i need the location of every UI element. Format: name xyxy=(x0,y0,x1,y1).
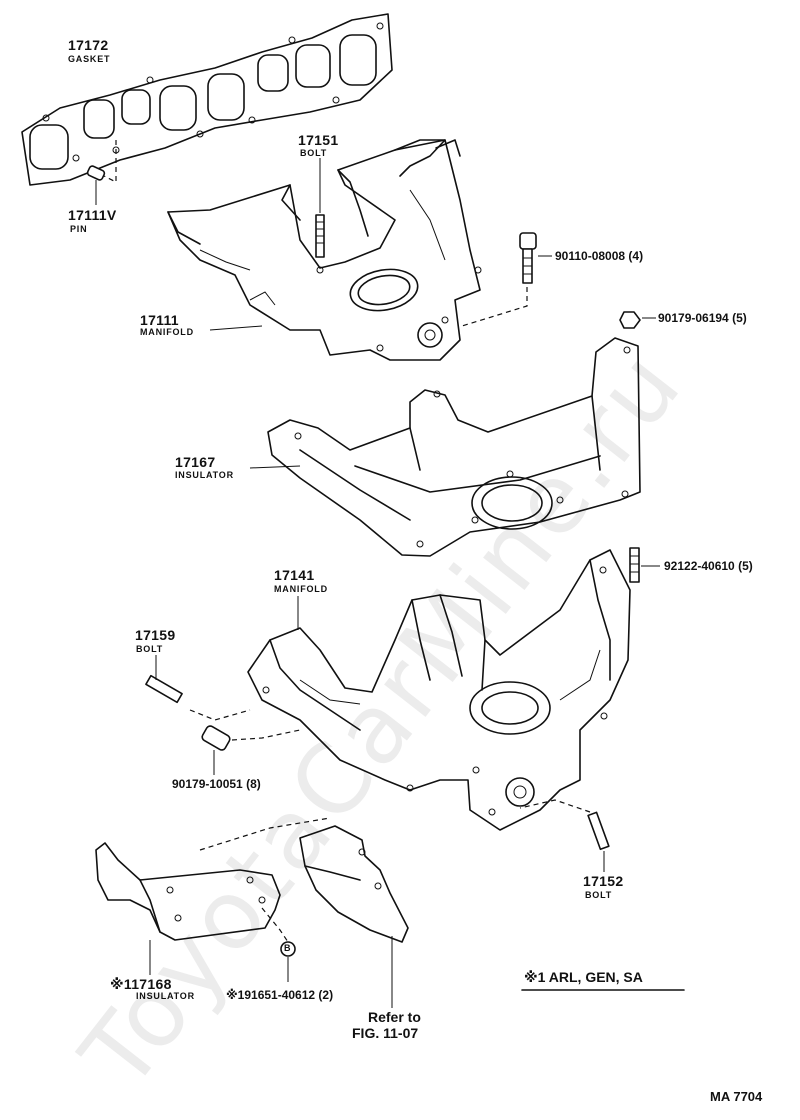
reference-line-1: Refer to xyxy=(368,1009,421,1025)
stud-17151-drawing xyxy=(315,158,325,258)
gasket-drawing xyxy=(21,13,393,186)
insulator-17167-drawing xyxy=(267,337,641,557)
part-name-bolt-17159: BOLT xyxy=(136,644,164,654)
insulator-17168-drawing xyxy=(95,817,331,975)
circle-mark-b xyxy=(280,941,296,982)
part-number-pin: 17111V xyxy=(68,207,117,223)
nut-90179-06194-drawing xyxy=(619,311,656,329)
fastener-label-90179-10051: 90179-10051 (8) xyxy=(172,777,261,791)
part-number-bolt-17159: 17159 xyxy=(135,627,176,643)
figure-code: MA 7704 xyxy=(710,1089,763,1104)
part-name-gasket: GASKET xyxy=(68,54,111,64)
stud-92122-drawing xyxy=(629,547,660,583)
part-number-manifold-17141: 17141 xyxy=(274,567,315,583)
part-number-bolt-17151: 17151 xyxy=(298,132,339,148)
part-name-manifold-17141: MANIFOLD xyxy=(274,584,328,594)
part-number-gasket: 17172 xyxy=(68,37,109,53)
pin-drawing xyxy=(86,165,106,205)
reference-shield-drawing xyxy=(299,825,409,1008)
part-number-manifold-17111: 17111 xyxy=(140,312,179,328)
circle-mark-letter: B xyxy=(284,943,291,953)
part-name-bolt-17151: BOLT xyxy=(300,148,328,158)
stud-17152-drawing xyxy=(519,799,610,872)
nut-90179-10051-drawing xyxy=(201,725,301,775)
part-name-insulator-17168: INSULATOR xyxy=(136,991,195,1001)
fastener-label-90179-06194: 90179-06194 (5) xyxy=(658,311,747,325)
reference-line-2: FIG. 11-07 xyxy=(352,1025,419,1041)
applicability-note: ※1 ARL, GEN, SA xyxy=(524,969,643,985)
lower-manifold-drawing xyxy=(247,549,631,831)
leader-lines xyxy=(209,325,301,630)
fastener-label-91651-40612: ※191651-40612 (2) xyxy=(226,988,334,1002)
upper-manifold-drawing xyxy=(167,139,482,361)
fastener-label-90110-08008: 90110-08008 (4) xyxy=(555,249,644,263)
fastener-label-92122-40610: 92122-40610 (5) xyxy=(664,559,753,573)
part-number-bolt-17152: 17152 xyxy=(583,873,624,889)
part-name-pin: PIN xyxy=(70,224,88,234)
part-name-manifold-17111: MANIFOLD xyxy=(140,327,194,337)
part-name-insulator-17167: INSULATOR xyxy=(175,470,234,480)
part-name-bolt-17152: BOLT xyxy=(585,890,613,900)
part-number-insulator-17167: 17167 xyxy=(175,454,216,470)
part-number-insulator-17168: ※117168 xyxy=(110,976,172,992)
bolt-90110-drawing xyxy=(461,232,552,327)
stud-17159-drawing xyxy=(145,655,251,721)
